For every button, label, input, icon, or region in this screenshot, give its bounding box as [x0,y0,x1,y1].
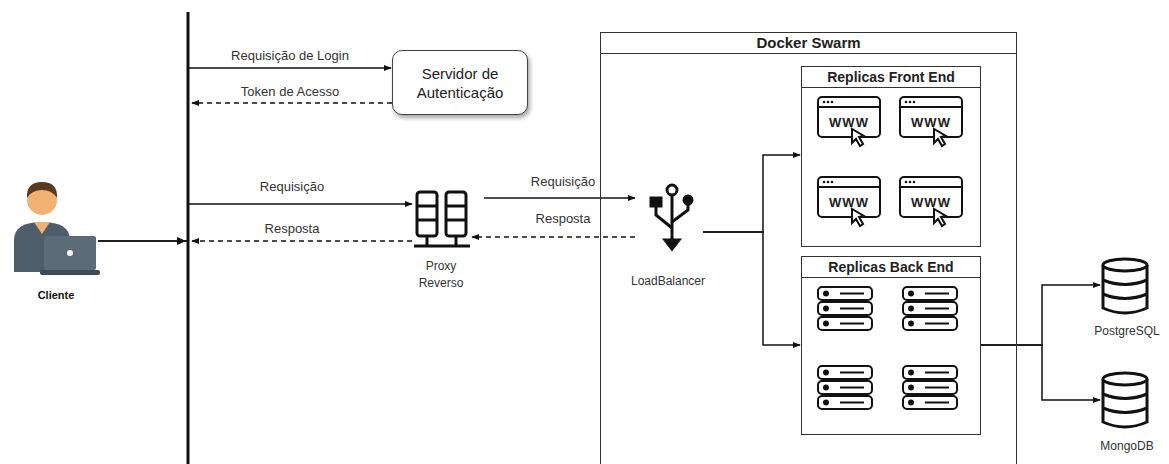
frontend-group: Replicas Front End [801,66,981,247]
backend-group: Replicas Back End [801,256,981,435]
mongodb-node: MongoDB [1088,365,1166,455]
request-arrow [98,204,412,241]
edge-label: Resposta [262,221,323,236]
response-arrow [472,236,635,238]
node-label: Servidor de Autenticação [399,64,521,102]
request-arrow [484,197,635,199]
database-icons [1103,259,1147,427]
person-icon [14,182,100,275]
docker-swarm-box: Docker SwarmReplicas Front EndReplicas B… [600,32,1017,464]
icon-text: WWW [911,195,951,210]
client-figure: Cliente [8,178,104,304]
node-label: PostgreSQL [1094,323,1159,340]
proxy-icon [414,192,470,246]
edge-label: Requisição [528,174,598,189]
group-title: Replicas Back End [802,257,980,278]
postgresql-node: PostgreSQL [1088,250,1166,340]
icon-text: WWW [829,115,869,130]
node-label: Proxy Reverso [410,258,472,292]
group-title: Replicas Front End [802,67,980,88]
node-label: MongoDB [1100,438,1153,455]
proxy-node: Proxy Reverso [398,186,484,292]
window-dots [823,101,916,184]
loadbalancer-node: LoadBalancer [625,180,711,290]
node-label: LoadBalancer [631,273,705,290]
group-title: Docker Swarm [601,33,1016,54]
request-arrow [98,68,391,241]
response-arrow [192,102,392,104]
edge-label: Requisição [257,179,327,194]
node-label: Cliente [38,287,75,304]
request-arrow [703,232,800,345]
auth-server-box: Servidor de Autenticação [392,50,528,115]
server-icons [818,287,957,409]
loadbalancer-icon [651,185,692,249]
request-arrow [703,155,800,232]
request-arrow [981,345,1100,400]
edge-label: Resposta [533,211,594,226]
response-arrow [192,240,412,242]
edge-label: Requisição de Login [228,48,352,63]
icon-text: WWW [829,195,869,210]
edge-label: Token de Acesso [238,84,342,99]
request-arrow [981,285,1100,345]
www-window-icons [818,97,962,226]
icon-text: WWW [911,115,951,130]
